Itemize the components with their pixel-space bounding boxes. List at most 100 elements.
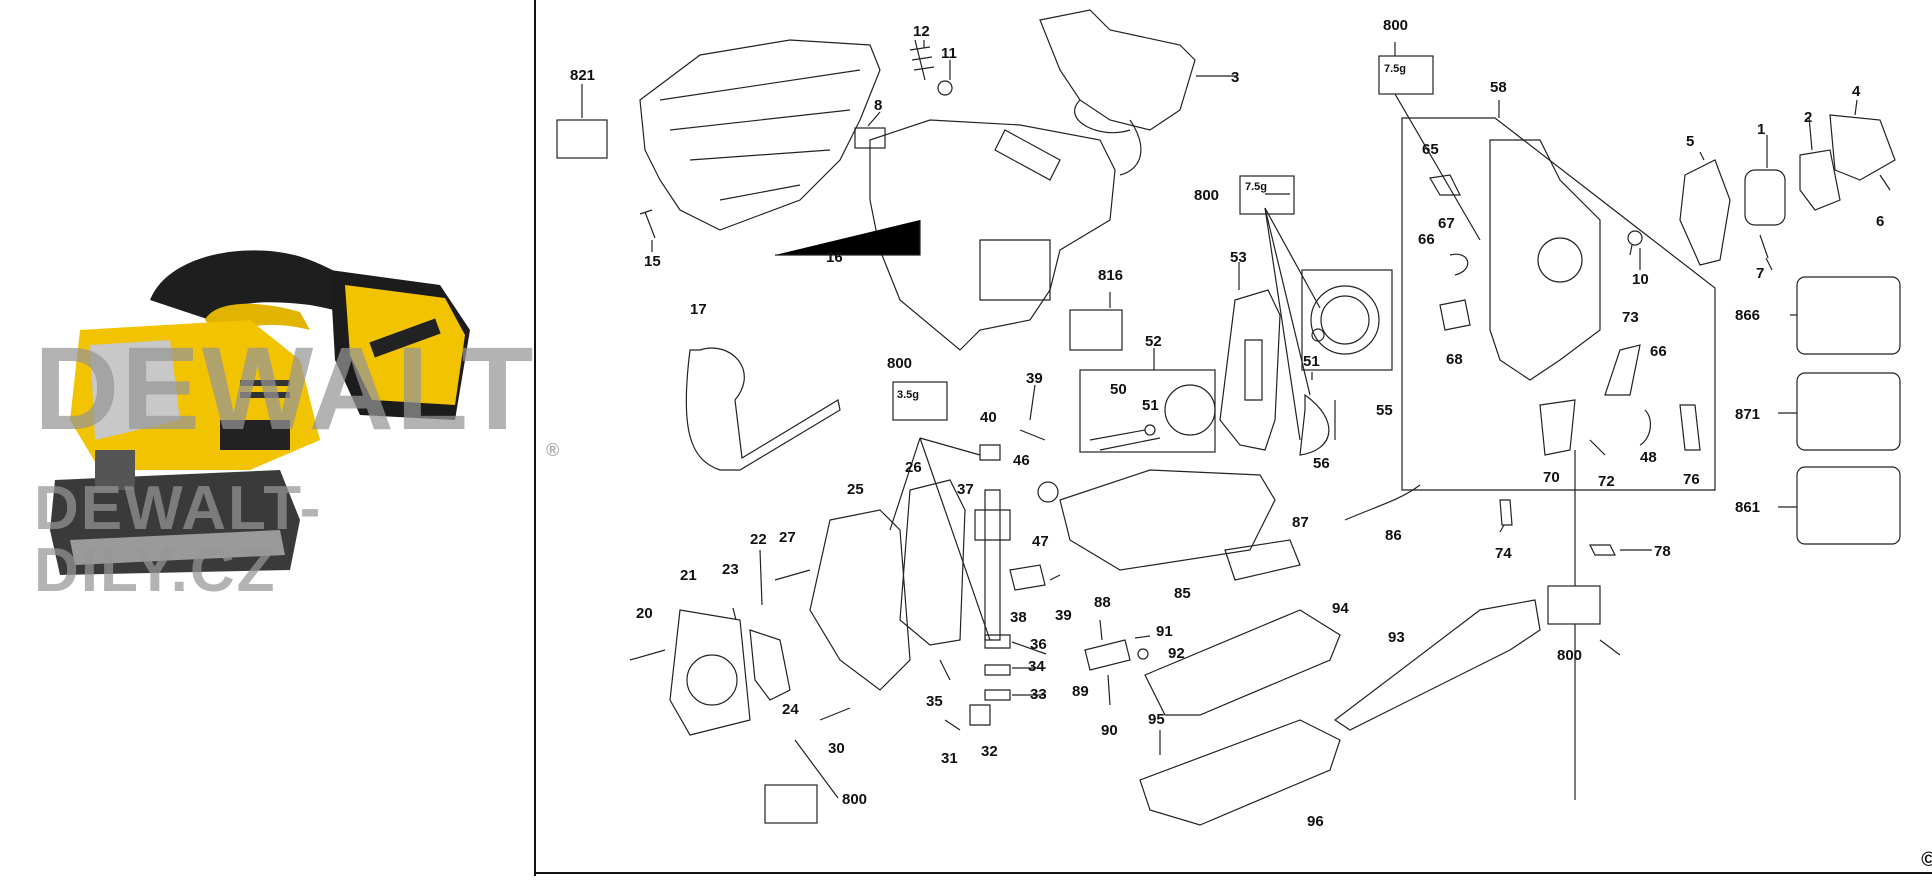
label-part-56: 56 [1313, 455, 1330, 472]
part-24-knob [749, 629, 791, 701]
label-part-23: 23 [722, 561, 739, 578]
watermark-brand: DEWALT [34, 323, 536, 455]
label-part-34: 34 [1028, 658, 1045, 675]
label-part-800-right: 800 [1557, 647, 1582, 664]
part-11-cap [937, 80, 953, 96]
label-part-37: 37 [957, 481, 974, 498]
part-73-lever [1604, 344, 1641, 396]
part-96-baseplate [1139, 719, 1341, 826]
label-part-47: 47 [1032, 533, 1049, 550]
part-58-frame-outline [1401, 117, 1716, 491]
grease-label-1: 7.5g [1384, 63, 1406, 75]
part-8-clip [854, 127, 886, 149]
part-816-sheet [1069, 309, 1123, 351]
label-part-85: 85 [1174, 585, 1191, 602]
label-part-27: 27 [779, 529, 796, 546]
label-part-67: 67 [1438, 215, 1455, 232]
label-part-87: 87 [1292, 514, 1309, 531]
copyright-mark: © [1921, 849, 1932, 871]
label-part-24: 24 [782, 701, 799, 718]
part-74-clip [1499, 499, 1513, 526]
part-36-block [984, 634, 1011, 649]
label-part-40: 40 [980, 409, 997, 426]
part-27-screw [774, 569, 811, 581]
label-part-866: 866 [1735, 307, 1760, 324]
grease-label-3: 3.5g [897, 389, 919, 401]
label-part-16: 16 [826, 249, 843, 266]
part-15-screw [639, 209, 656, 239]
part-4-fan [1829, 114, 1896, 181]
part-70-guide [1539, 399, 1576, 456]
part-38-holder [1009, 564, 1046, 591]
part-51-pin [1311, 328, 1325, 342]
grease-label-2: 7.5g [1245, 181, 1267, 193]
part-72-pin [1589, 439, 1606, 456]
label-part-73: 73 [1622, 309, 1639, 326]
label-part-58: 58 [1490, 79, 1507, 96]
panel-divider [534, 0, 536, 876]
label-part-92: 92 [1168, 645, 1185, 662]
label-part-2: 2 [1804, 109, 1812, 126]
label-part-12: 12 [913, 23, 930, 40]
label-part-861: 861 [1735, 499, 1760, 516]
label-part-74: 74 [1495, 545, 1512, 562]
part-23-pin [732, 607, 737, 621]
part-30-screw [819, 707, 851, 721]
label-part-35: 35 [926, 693, 943, 710]
part-871-charger-box [1796, 372, 1901, 451]
label-part-821: 821 [570, 67, 595, 84]
label-part-800-blade: 800 [887, 355, 912, 372]
part-87-plunger [1224, 539, 1301, 581]
part-88-screw [1099, 619, 1103, 641]
part-7-screw [1759, 234, 1769, 259]
label-part-66b: 66 [1650, 343, 1667, 360]
label-part-33: 33 [1030, 686, 1047, 703]
label-part-55: 55 [1376, 402, 1393, 419]
label-part-6: 6 [1876, 213, 1884, 230]
watermark-registered: ® [546, 440, 562, 460]
label-part-8: 8 [874, 97, 882, 114]
part-866-battery-box [1796, 276, 1901, 355]
part-20-screw [629, 649, 666, 661]
label-part-46: 46 [1013, 452, 1030, 469]
label-part-51b: 51 [1303, 353, 1320, 370]
bottom-rule [536, 872, 1932, 874]
label-part-50: 50 [1110, 381, 1127, 398]
part-12-spring [909, 39, 935, 81]
part-65-spring [1429, 174, 1461, 196]
grease-box-24 [764, 784, 818, 824]
label-part-51a: 51 [1142, 397, 1159, 414]
label-part-5: 5 [1686, 133, 1694, 150]
part-78-washer [1589, 544, 1616, 556]
part-89-lever [1084, 639, 1131, 671]
label-part-72: 72 [1598, 473, 1615, 490]
part-93-tube [1333, 599, 1541, 731]
label-part-871: 871 [1735, 406, 1760, 423]
part-94-shoe [1144, 609, 1341, 716]
label-part-816: 816 [1098, 267, 1123, 284]
part-821-sheet [556, 119, 608, 159]
label-part-21: 21 [680, 567, 697, 584]
label-part-91: 91 [1156, 623, 1173, 640]
part-39-screw [1029, 384, 1036, 421]
grease-box-58 [1378, 55, 1434, 95]
part-40-clip [979, 444, 1001, 461]
label-part-4: 4 [1852, 83, 1861, 100]
part-67-clip [1449, 253, 1469, 276]
part-39b-screw [1049, 574, 1061, 581]
part-37-rod [974, 489, 1011, 641]
label-part-26: 26 [905, 459, 922, 476]
label-part-800-top: 800 [1383, 17, 1408, 34]
label-part-93: 93 [1388, 629, 1405, 646]
label-part-65: 65 [1422, 141, 1439, 158]
part-32-clamp [969, 704, 991, 726]
label-part-68: 68 [1446, 351, 1463, 368]
part-35-spring [939, 659, 951, 681]
part-16-housing-left [639, 39, 881, 231]
label-part-32: 32 [981, 743, 998, 760]
part-46-pin [1019, 429, 1046, 441]
label-part-30: 30 [828, 740, 845, 757]
label-part-39b: 39 [1055, 607, 1072, 624]
part-34-plate [984, 664, 1011, 676]
